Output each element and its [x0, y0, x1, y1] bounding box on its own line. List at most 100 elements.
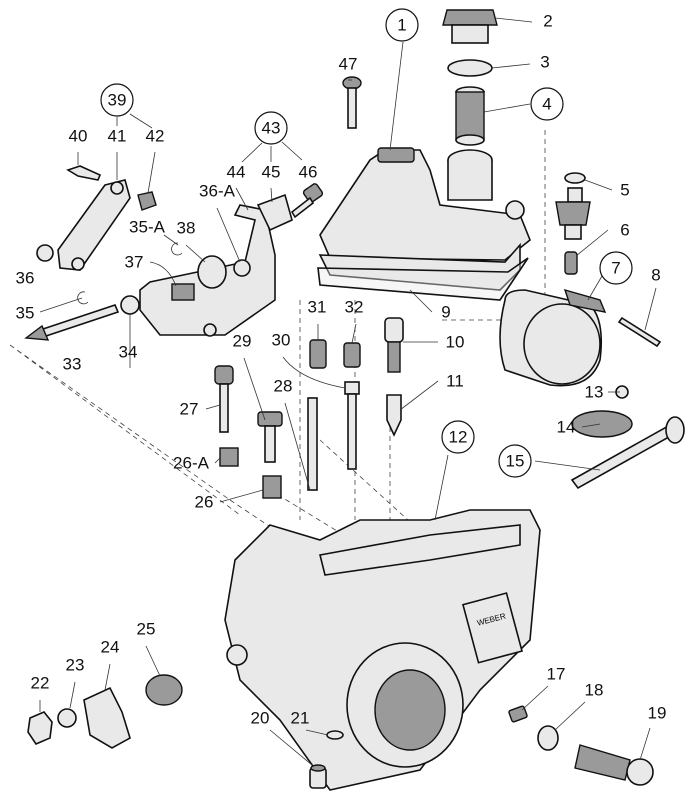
screw-part-47	[342, 76, 362, 129]
spring-part-37	[171, 283, 195, 301]
label-40: 40	[69, 126, 88, 145]
label-22: 22	[31, 673, 50, 692]
spring-part-25	[145, 674, 183, 706]
carb-cover-part-1	[318, 147, 531, 291]
plug-part-2	[442, 9, 498, 44]
clip-part-35	[77, 291, 89, 305]
label-24: 24	[101, 637, 120, 656]
screw-part-46	[290, 183, 324, 219]
needle-valve-part-6	[555, 187, 591, 275]
label-3: 3	[540, 52, 549, 71]
clip-part-35a	[171, 242, 183, 256]
label-4: 4	[542, 94, 551, 113]
label-26: 26	[195, 492, 214, 511]
label-7: 7	[611, 258, 620, 277]
label-41: 41	[108, 126, 127, 145]
bushing-part-38	[197, 255, 251, 289]
label-circle-4	[530, 87, 564, 121]
label-15: 15	[506, 451, 525, 470]
washer-part-36	[36, 244, 54, 262]
jet-part-31	[309, 339, 327, 369]
lever-part-41	[57, 179, 131, 271]
label-1: 1	[397, 15, 406, 34]
label-17: 17	[547, 664, 566, 683]
nut-part-42	[137, 191, 157, 211]
label-47: 47	[339, 54, 358, 73]
label-13: 13	[585, 382, 604, 401]
label-45: 45	[262, 162, 281, 181]
label-circle-12	[441, 420, 475, 454]
label-29: 29	[233, 331, 252, 350]
label-38: 38	[177, 218, 196, 237]
label-10: 10	[446, 332, 465, 351]
tube-part-30	[344, 381, 360, 470]
carb-body-part-12	[224, 509, 541, 791]
label-6: 6	[620, 220, 629, 239]
label-19: 19	[648, 703, 667, 722]
label-27: 27	[180, 399, 199, 418]
label-9: 9	[441, 302, 450, 321]
label-21: 21	[291, 708, 310, 727]
throttle-disc-part-14	[571, 410, 633, 438]
nut-part-22	[27, 711, 53, 745]
label-circle-39	[100, 83, 134, 117]
label-12: 12	[449, 427, 468, 446]
label-11: 11	[446, 371, 464, 390]
washer-part-21	[326, 730, 344, 740]
lever-part-24	[83, 686, 131, 749]
label-32: 32	[345, 297, 364, 316]
label-23: 23	[66, 655, 85, 674]
label-circle-1	[385, 8, 419, 42]
needle-part-11	[386, 394, 402, 437]
screw-part-40	[66, 165, 102, 181]
label-39: 39	[108, 90, 127, 109]
jet-part-17	[508, 705, 528, 723]
label-5: 5	[620, 180, 629, 199]
rod-part-33	[24, 304, 120, 341]
label-44: 44	[227, 162, 246, 181]
screw-part-20	[309, 764, 327, 789]
washer-part-23	[57, 708, 77, 728]
label-2: 2	[543, 11, 552, 30]
label-43: 43	[262, 118, 281, 137]
leader-lines	[39, 17, 657, 766]
label-26a: 26-A	[173, 453, 210, 472]
label-31: 31	[308, 297, 327, 316]
label-8: 8	[651, 265, 660, 284]
label-46: 46	[299, 162, 318, 181]
valve-part-10	[384, 317, 404, 373]
label-36: 36	[16, 268, 35, 287]
label-34: 34	[119, 342, 138, 361]
tube-part-28	[307, 397, 318, 491]
label-28: 28	[274, 376, 293, 395]
part-labels: 1 2 3 4 5 6 7 8 9 10 11 12 13 14 15 17 1…	[16, 11, 667, 727]
banjo-bolt-part-19	[574, 744, 654, 786]
spring-part-26	[262, 475, 282, 499]
label-circle-7	[599, 251, 633, 285]
gasket-part-9	[317, 257, 529, 301]
label-25: 25	[137, 619, 156, 638]
washer-part-34	[120, 295, 140, 315]
washer-part-3	[447, 59, 493, 77]
label-circle-43	[254, 111, 288, 145]
throttle-shaft-part-15	[570, 416, 685, 490]
label-18: 18	[585, 680, 604, 699]
washer-part-5	[564, 172, 586, 184]
pin-part-8	[617, 316, 662, 348]
label-35: 35	[16, 303, 35, 322]
float-part-7	[499, 288, 607, 387]
label-42: 42	[146, 126, 165, 145]
label-circle-15	[498, 444, 532, 478]
screw-part-27	[214, 365, 234, 433]
label-30: 30	[272, 330, 291, 349]
label-14: 14	[557, 417, 576, 436]
label-36a: 36-A	[199, 181, 236, 200]
filter-part-4	[455, 86, 485, 146]
spring-part-26a	[219, 447, 239, 467]
label-33: 33	[63, 354, 82, 373]
label-20: 20	[251, 708, 270, 727]
washer-part-18	[537, 725, 559, 751]
screw-part-29	[257, 411, 283, 463]
label-35a: 35-A	[129, 217, 166, 236]
